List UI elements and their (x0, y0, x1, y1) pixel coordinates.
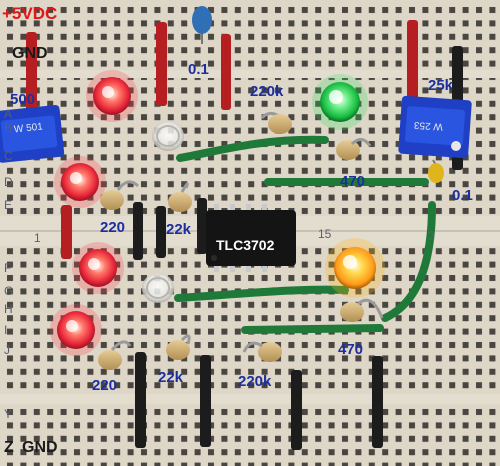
row-letter-d: D (4, 175, 13, 189)
resistors (98, 112, 384, 370)
capacitor-yellow (428, 159, 444, 183)
led-amber (325, 238, 385, 298)
black-jumper-wires (133, 46, 463, 450)
gnd-top-label: GND (12, 45, 48, 62)
r470-bottom-label: 470 (338, 341, 364, 358)
row-letter-z: Z (4, 439, 14, 456)
resistor-220-top (100, 180, 140, 210)
led-red-2 (54, 156, 106, 208)
row-letter-j: J (4, 343, 10, 357)
row-letter-b: B (4, 121, 13, 135)
row-letter-f: F (4, 261, 12, 275)
resistor-470-top (336, 138, 372, 160)
r22k-top-label: 22k (166, 221, 192, 238)
r500-label: 500 (10, 91, 36, 108)
red-jumper-wires (26, 20, 418, 259)
resistor-470-bottom (340, 298, 384, 322)
resistor-220-bottom (98, 340, 132, 370)
capacitor-blue (192, 6, 212, 44)
green-jumper-wires (174, 135, 436, 334)
vcc-label: +5VDC (2, 4, 58, 23)
row-letter-i: I (4, 323, 8, 337)
led-green (312, 74, 368, 130)
r22k-bottom-label: 22k (158, 369, 184, 386)
led-red-3 (72, 242, 124, 294)
row-letter-c: C (4, 149, 13, 163)
cap-right-label: 0.1 (452, 187, 473, 204)
trimmer-left (0, 104, 65, 163)
cap-top-label: 0.1 (188, 61, 209, 78)
pin-15-label: 15 (318, 227, 332, 241)
pin-2-label: 2 (428, 229, 435, 243)
resistor-22k-top (168, 182, 192, 212)
resistor-22k-bottom (166, 334, 191, 360)
gnd-bottom-label: GND (22, 439, 58, 456)
pin-1-label: 1 (34, 231, 41, 245)
row-letter-g: G (4, 284, 14, 298)
ic-chip (206, 204, 296, 272)
row-letter-a: A (4, 107, 13, 121)
red-leds (50, 70, 138, 356)
r220k-top-label: 220k (250, 83, 284, 100)
r470-top-label: 470 (340, 173, 366, 190)
chip-label: TLC3702 (216, 237, 275, 253)
trimmer-right (398, 95, 472, 159)
r220-bottom-label: 220 (92, 377, 118, 394)
row-letter-h: H (4, 302, 13, 316)
trimmer-right-marking: W 253 (413, 119, 444, 132)
led-red-1 (86, 70, 138, 122)
resistor-220k-bottom (242, 341, 282, 362)
clear-leds (142, 121, 184, 303)
led-red-4 (50, 304, 102, 356)
row-letter-e: E (4, 198, 13, 212)
r220-top-label: 220 (100, 219, 126, 236)
row-letter-y: Y (4, 407, 13, 421)
resistor-220k-top (260, 112, 292, 134)
r25k-label: 25k (428, 77, 454, 94)
r220k-bottom-label: 220k (238, 373, 272, 390)
